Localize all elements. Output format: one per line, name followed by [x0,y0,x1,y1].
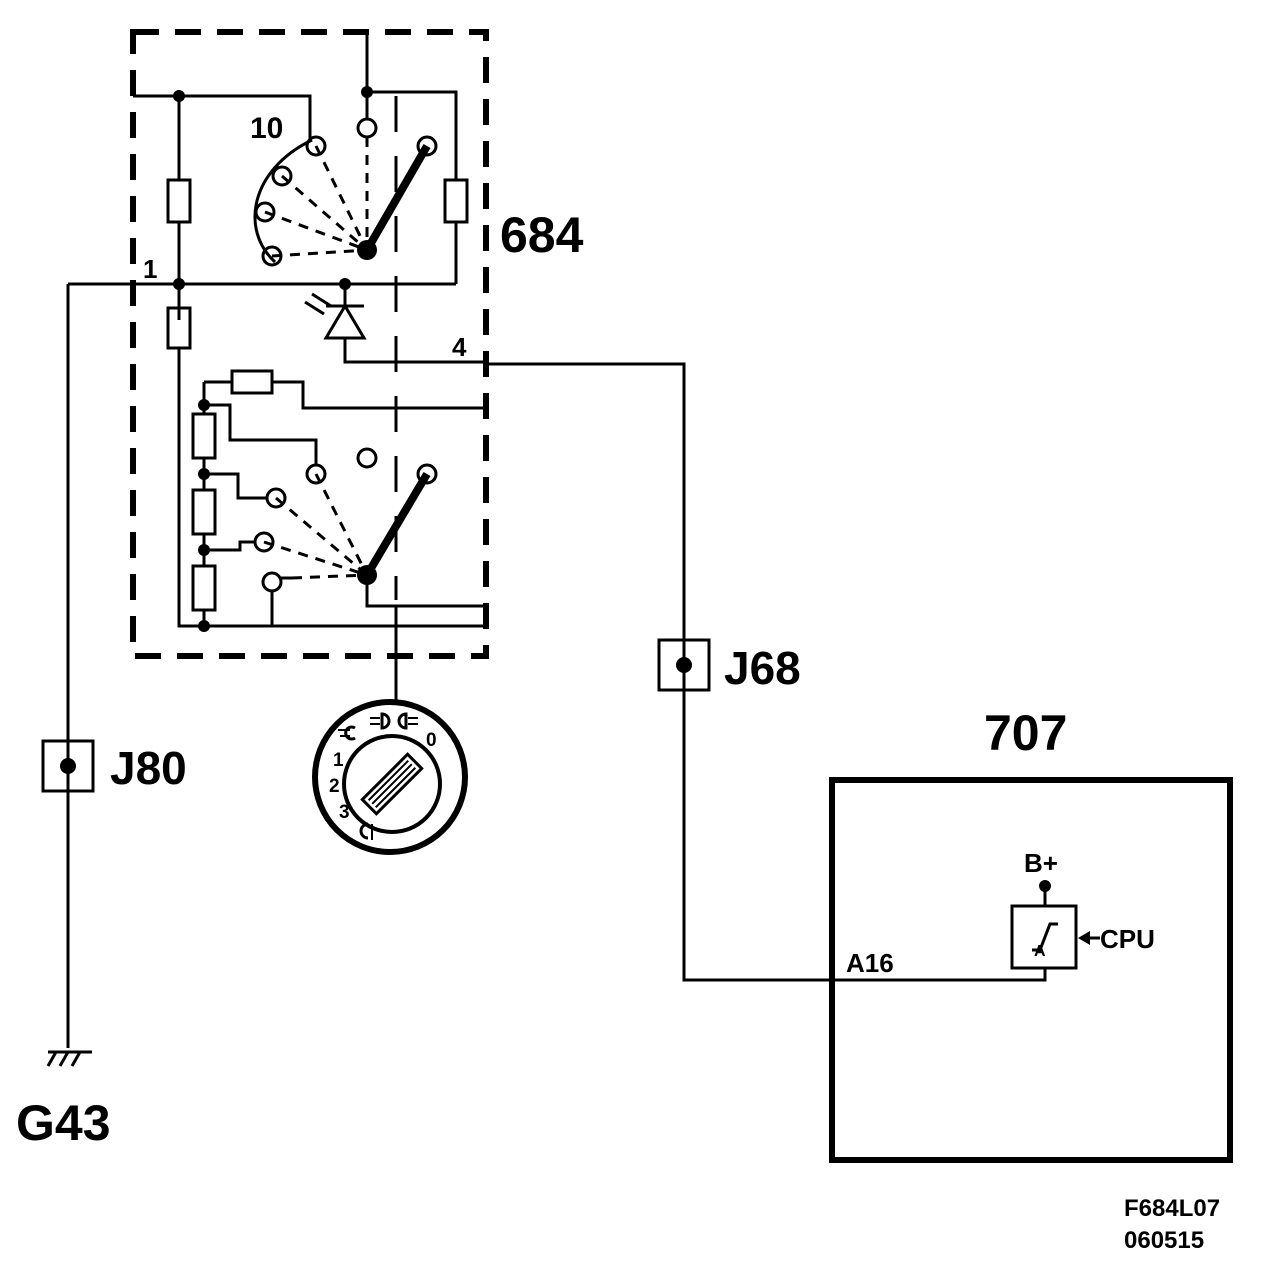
module-707-box [829,777,1233,1163]
upper-switch-section: 10 [133,32,469,320]
transistor-label: A [1034,943,1046,960]
ground-label: G43 [16,1095,111,1151]
connector-j80 [41,739,95,793]
junction-dot [198,620,210,632]
connector-j68-label: J68 [724,642,801,694]
pin-1-label: 1 [143,254,157,284]
output-driver: B+ A CPU [1010,848,1155,980]
resistor [443,178,469,224]
sidelight-symbol [338,725,356,741]
pin-10-label: 10 [250,112,283,145]
headlight-symbol [397,712,418,730]
parking-light-symbol [370,712,391,730]
wiper-arm [363,144,431,252]
pin-4-label: 4 [452,332,467,362]
resistor [191,564,217,612]
ground-symbol [46,1050,92,1067]
connector-j80-label: J80 [110,742,187,794]
knob-position-0: 0 [426,730,437,751]
wiper-pivot [357,240,377,260]
resistor [191,488,217,536]
resistor [230,369,274,395]
fog-symbol [359,822,373,840]
supply-label: B+ [1024,848,1058,878]
contact-terminal [271,165,293,187]
module-707-label: 707 [984,705,1067,761]
footer-code: F684L07 [1124,1195,1220,1222]
contact-terminal [416,135,438,157]
illumination-led [304,284,486,364]
contact-terminal [261,571,283,593]
contact-arc [253,138,313,264]
lower-switch-section [166,306,486,632]
knob-position-1: 1 [333,750,344,771]
contact-terminal [253,531,275,553]
resistor [166,178,192,224]
contact-terminal [254,201,276,223]
contact-terminal [356,117,378,139]
switch-unit-enclosure [130,29,489,659]
switch-unit-label: 684 [500,207,584,263]
junction-dot [361,86,373,98]
connector-j68 [657,638,711,692]
wiper-arm [363,471,431,578]
cpu-label: CPU [1100,924,1155,954]
footer-date: 060515 [1124,1227,1204,1254]
contact-terminal [305,463,327,485]
knob-position-3: 3 [339,802,350,823]
contact-terminal [305,135,327,157]
contact-terminal [265,487,287,509]
junction-dot [173,278,185,290]
rotary-knob: 0 1 2 3 [312,699,468,855]
knob-position-2: 2 [329,776,340,797]
knob-pointer [360,752,424,816]
contact-terminal [356,447,378,469]
resistor [191,412,217,460]
pin-a16-label: A16 [846,948,894,978]
contact-terminal [416,463,438,485]
